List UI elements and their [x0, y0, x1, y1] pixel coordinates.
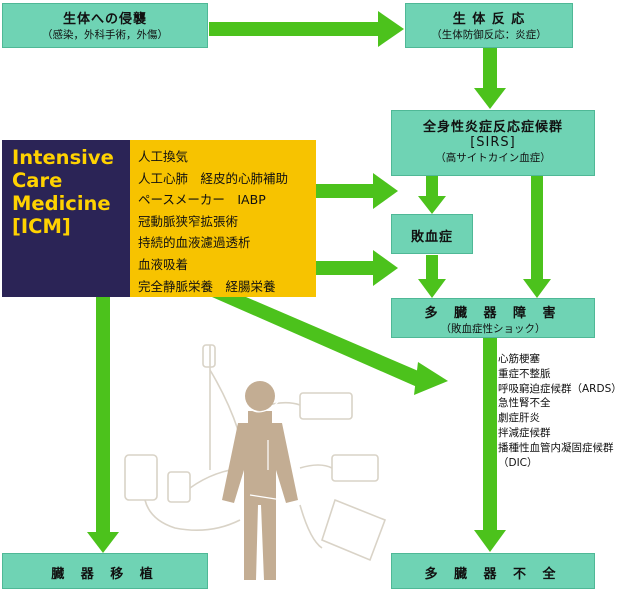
complication-item: 重症不整脈 — [498, 367, 551, 380]
sirs-abbreviation: [SIRS] — [470, 135, 516, 150]
therapy-item: 人工心肺 経皮的心肺補助 — [138, 170, 289, 186]
therapy-item: 血液吸着 — [138, 256, 189, 272]
transplant-title: 臓 器 移 植 — [51, 567, 159, 582]
icm-therapy-list: 人工換気 人工心肺 経皮的心肺補助 ペースメーカー IABP 冠動脈狭窄拡張術 … — [130, 140, 316, 297]
failure-box: 多 臓 器 不 全 — [391, 553, 595, 589]
complication-item: 劇症肝炎 — [498, 412, 540, 425]
sepsis-box: 敗血症 — [391, 214, 473, 254]
invasion-title: 生体への侵襲 — [62, 12, 147, 27]
complication-item: 急性腎不全 — [498, 397, 551, 410]
reaction-box: 生 体 反 応 （生体防御反応：炎症） — [405, 3, 573, 48]
mods-title: 多 臓 器 障 害 — [424, 306, 562, 321]
invasion-subtitle: （感染，外科手術，外傷） — [42, 29, 168, 41]
complication-item: 呼吸窮迫症候群（ARDS） — [498, 382, 622, 395]
complication-item: 拌減症候群 — [498, 426, 551, 439]
icm-label-line: Medicine — [12, 192, 111, 215]
icm-label-line: Care — [12, 169, 63, 192]
complication-item: （DIC） — [498, 456, 538, 469]
reaction-subtitle: （生体防御反応：炎症） — [431, 29, 547, 41]
therapy-item: 人工換気 — [138, 149, 189, 164]
mods-subtitle: （敗血症性ショック） — [440, 323, 546, 335]
sirs-title: 全身性炎症反応症候群 — [422, 120, 563, 135]
patient-illustration — [124, 344, 387, 580]
therapy-item: 冠動脈狭窄拡張術 — [138, 213, 239, 229]
complication-item: 心筋梗塞 — [498, 353, 540, 365]
mods-box: 多 臓 器 障 害 （敗血症性ショック） — [391, 298, 595, 338]
icm-label-line: Intensive — [12, 146, 114, 169]
complication-item: 播種性血管内凝固症候群 — [498, 441, 614, 454]
therapy-item: 持続的血液濾過透析 — [138, 235, 251, 251]
sepsis-title: 敗血症 — [410, 230, 453, 245]
icm-label-block: Intensive Care Medicine [ICM] — [2, 140, 130, 297]
reaction-title: 生 体 反 応 — [452, 12, 526, 27]
complications-list: 心筋梗塞 重症不整脈 呼吸窮迫症候群（ARDS） 急性腎不全 劇症肝炎 拌減症候… — [498, 352, 622, 470]
icm-label-line: [ICM] — [12, 215, 71, 238]
sirs-box: 全身性炎症反応症候群 [SIRS] （高サイトカイン血症） — [391, 110, 595, 176]
therapy-item: ペースメーカー IABP — [138, 192, 266, 208]
invasion-box: 生体への侵襲 （感染，外科手術，外傷） — [2, 3, 208, 48]
failure-title: 多 臓 器 不 全 — [424, 567, 562, 582]
transplant-box: 臓 器 移 植 — [2, 553, 208, 589]
sirs-subtitle: （高サイトカイン血症） — [435, 152, 551, 164]
therapy-item: 完全静脈栄養 経腸栄養 — [138, 278, 276, 294]
